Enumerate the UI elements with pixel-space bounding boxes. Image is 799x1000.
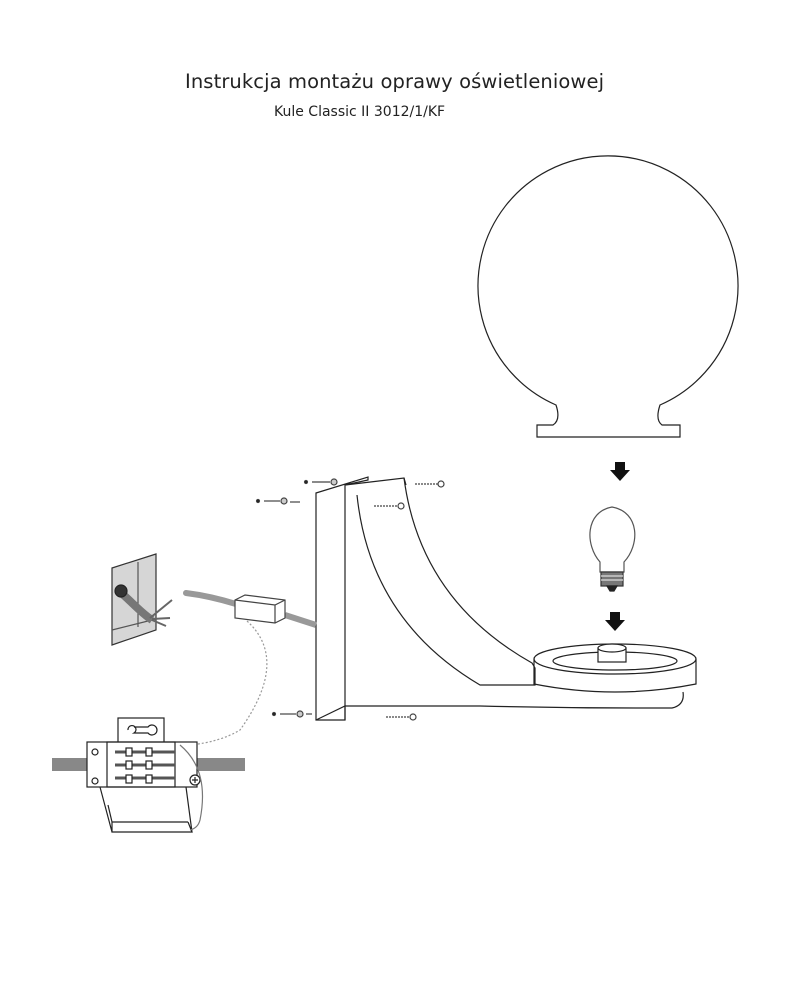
light-bulb-icon (589, 506, 636, 592)
cable-with-junction-box (183, 590, 317, 746)
document-title: Instrukcja montażu oprawy oświetleniowej (185, 70, 605, 93)
document-subtitle: Kule Classic II 3012/1/KF (274, 104, 446, 120)
wall-bracket (315, 476, 697, 721)
arrow-down-icon (605, 612, 625, 631)
globe-shade (477, 155, 739, 438)
screw-icon (255, 478, 445, 721)
arrow-down-icon (610, 462, 630, 481)
wall-outlet (111, 553, 173, 646)
connector-terminal-block (52, 717, 245, 833)
